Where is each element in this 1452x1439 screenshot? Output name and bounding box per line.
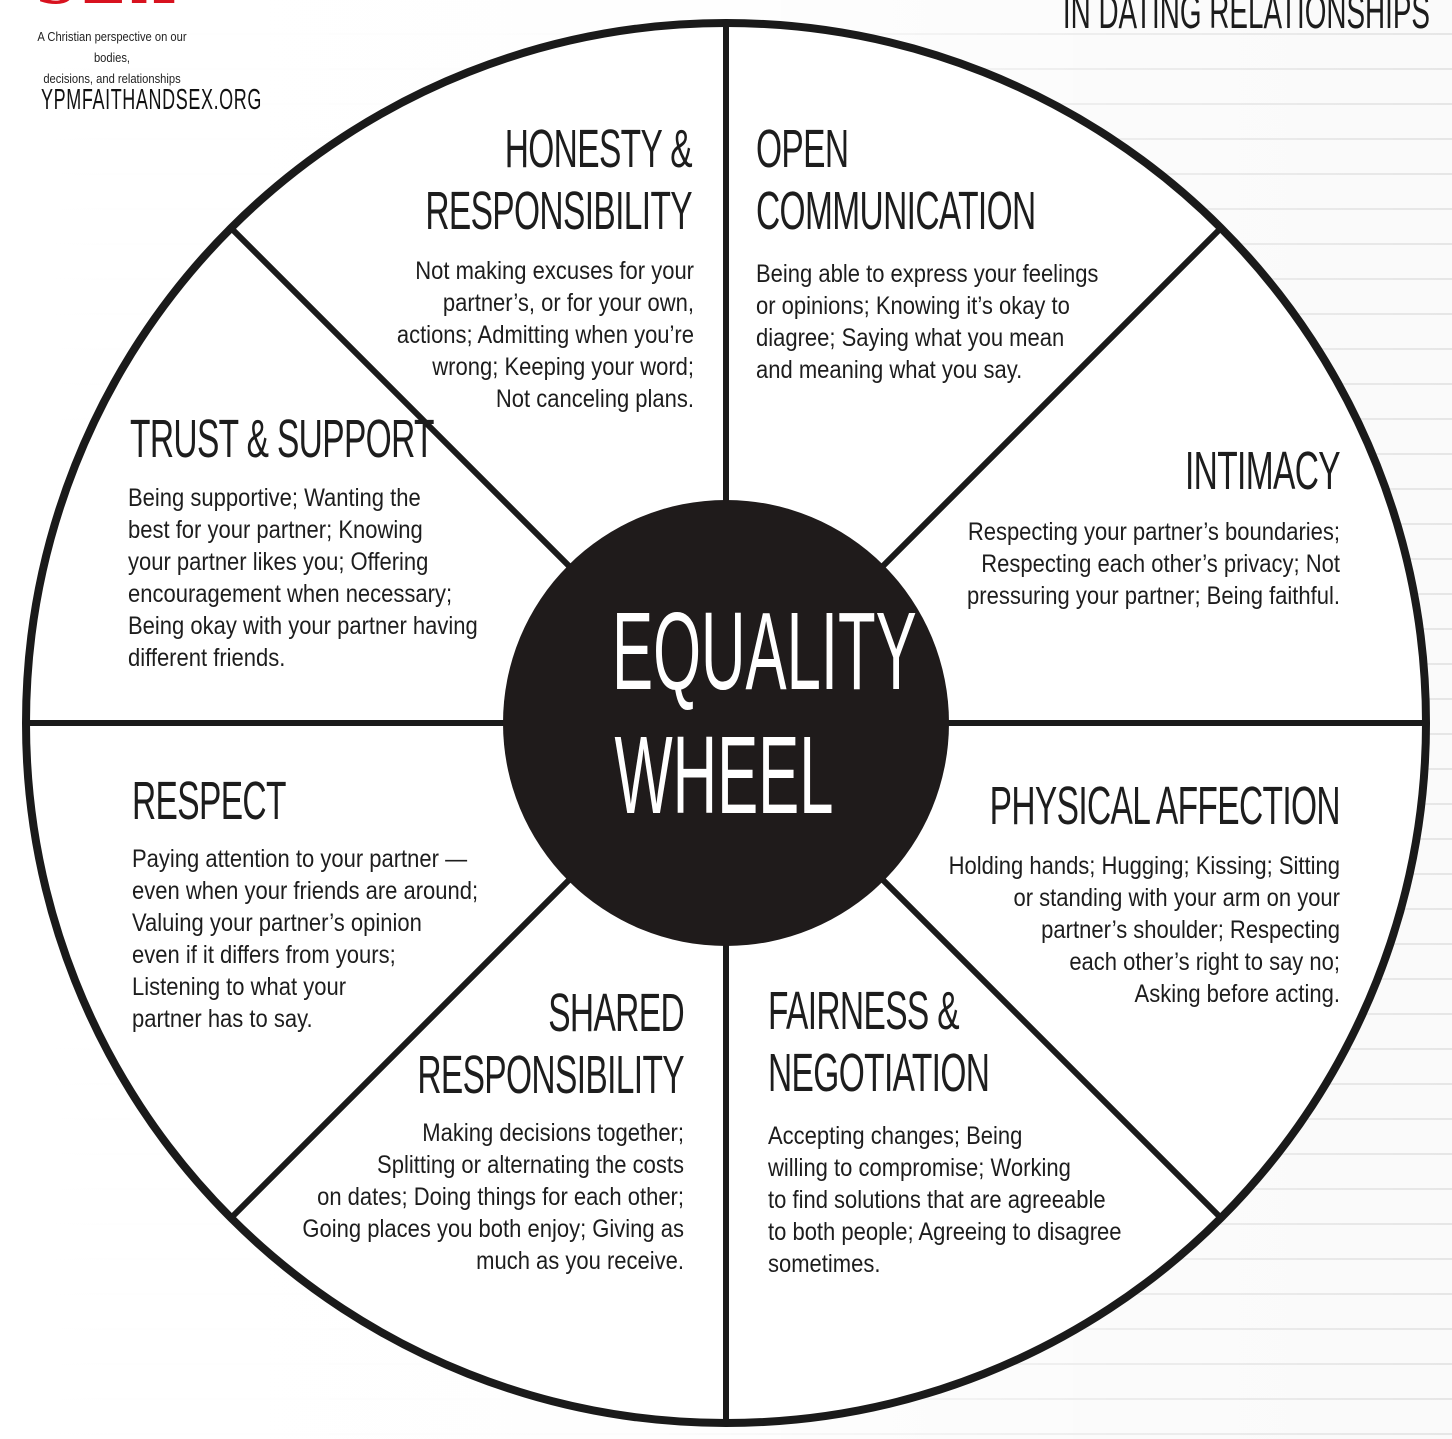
segment-title-shared-responsibility: Shared Responsibility <box>417 983 684 1105</box>
brand-tagline: A Christian perspective on our bodies, d… <box>37 29 187 86</box>
segment-body-intimacy: Respecting your partner’s boundaries; Re… <box>967 518 1340 610</box>
segment-title-honesty-responsibility: Honesty & Responsibility <box>425 119 692 241</box>
brand-logo: SEX <box>8 0 208 16</box>
segment-body-honesty-responsibility: Not making excuses for your partner’s, o… <box>396 257 694 413</box>
segment-body-open-communication: Being able to express your feelings or o… <box>756 260 1099 384</box>
segment-body-shared-responsibility: Making decisions together; Splitting or … <box>302 1119 684 1275</box>
segment-body-physical-affection: Holding hands; Hugging; Kissing; Sitting… <box>948 852 1340 1008</box>
brand-url: YPMfaithandsex.org <box>41 84 263 116</box>
segment-title-intimacy: Intimacy <box>1184 441 1341 501</box>
segment-title-fairness-negotiation: Fairness & Negotiation <box>768 981 990 1103</box>
segment-title-open-communication: Open Communication <box>756 119 1036 241</box>
segment-title-physical-affection: Physical Affection <box>989 776 1341 836</box>
wheel-hub <box>503 500 949 946</box>
segment-title-respect: Respect <box>132 771 286 831</box>
segment-body-trust-support: Being supportive; Wanting the best for y… <box>128 484 478 672</box>
segment-body-respect: Paying attention to your partner — even … <box>132 845 479 1033</box>
page-heading: In dating relationships <box>1062 0 1430 39</box>
segment-title-trust-support: Trust & Support <box>130 409 434 469</box>
hub-title: Equality Wheel <box>612 590 917 837</box>
segment-body-fairness-negotiation: Accepting changes; Being willing to comp… <box>768 1122 1122 1278</box>
